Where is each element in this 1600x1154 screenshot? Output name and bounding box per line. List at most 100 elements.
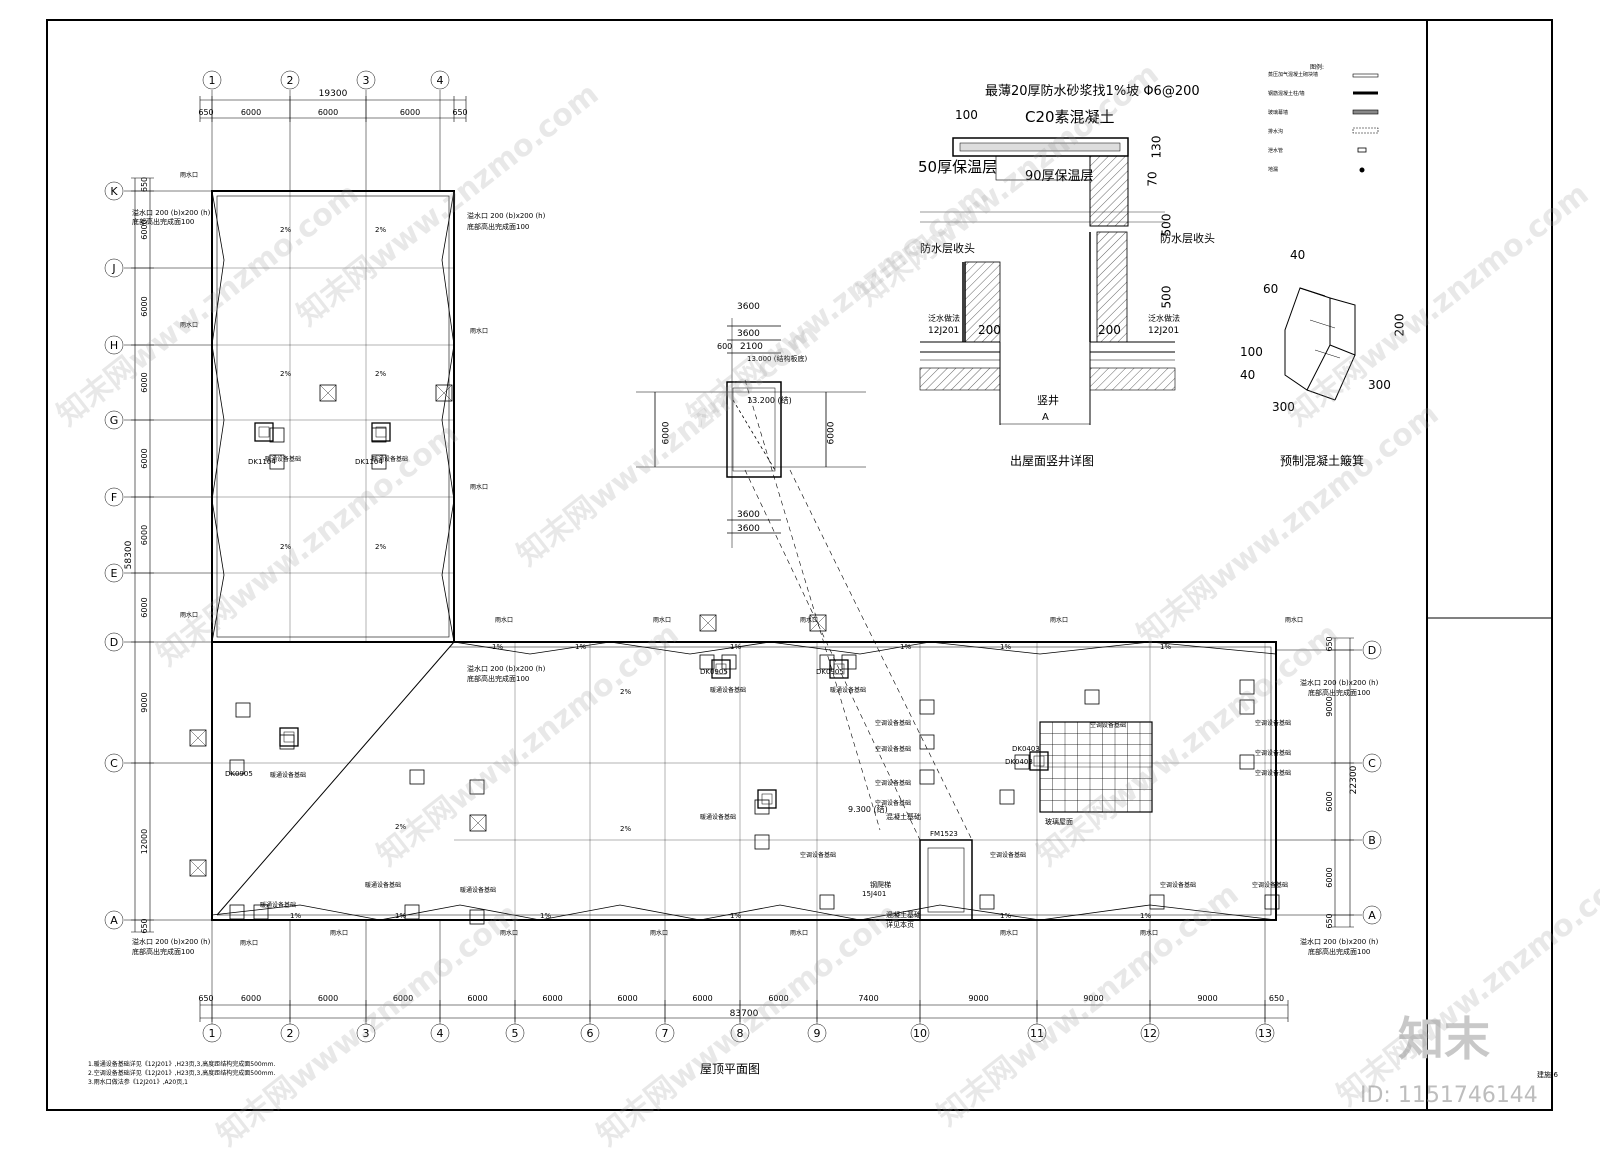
equipment-base [235,702,251,718]
opening-dk0403: DK0403 [1012,745,1040,753]
ac-base-label: 空调设备基础 [800,852,837,859]
projection-line [789,469,973,841]
axis-bubble-right [1362,640,1382,660]
equipment-base [721,654,737,670]
dim-70: 70 [1145,171,1160,187]
dim-100: 100 [955,108,978,122]
dim-top-span: 6000 [400,108,420,117]
stair-dim-3600-2: 3600 [737,329,760,339]
axis-label-left: C [110,757,118,770]
slope-1-label: 1% [540,912,552,920]
roof-drain-label: 雨水口 [800,617,819,624]
axis-bubble-left [104,632,124,652]
axis-bubble-left [104,181,124,201]
axis-bubble-right [1362,753,1382,773]
equipment-base [269,427,285,443]
elev-label: 9.300 (结) [848,805,888,814]
slope-1-label: 1% [1000,643,1012,651]
concrete-label: C20素混凝土 [1025,108,1115,126]
axis-label-bottom: 5 [512,1027,519,1040]
overflow-tr-note: 底部高出完成面100 [467,223,530,231]
axis-label-right: C [1368,757,1376,770]
axis-bubble-top [356,70,376,90]
axis-bubble-bottom [430,1023,450,1043]
ac-base-label: 空调设备基础 [875,800,912,807]
dim-left-span: 6000 [140,597,149,617]
dim-bottom-span: 6000 [768,994,788,1003]
slope-1-label: 1% [900,643,912,651]
roof-opening-inner [715,663,727,675]
sheet-number: 建施-6 [1537,1071,1558,1079]
dim-right-span: 6000 [1325,867,1334,887]
hvac-base-label: 暖通设备基础 [265,456,302,463]
dim-500: 500 [1159,285,1174,309]
stair-dim-600: 600 [717,342,733,351]
gutter-dim-40b: 40 [1240,368,1256,382]
axis-label-left: F [111,491,117,504]
slope-2-label: 2% [395,823,407,831]
legend-item: 泄水管 [1268,148,1284,154]
precast-gutter-detail [1284,287,1356,401]
ac-base-label: 空调设备基础 [1252,882,1289,889]
overflow-tl-note: 底部高出完成面100 [132,218,195,226]
slope-2-label: 2% [280,370,292,378]
equipment-base-x [189,859,207,877]
roof-drain-label: 雨水口 [180,322,199,329]
axis-bubble-left [104,910,124,930]
roof-opening-inner [258,426,270,438]
dim-130: 130 [1149,135,1164,159]
gutter-dim-100: 100 [1240,345,1263,359]
hvac-base-label: 暖通设备基础 [260,902,297,909]
equipment-base [371,427,387,443]
axis-label-top: 2 [287,74,294,87]
equipment-base [1239,754,1255,770]
axis-label-left: A [110,914,118,927]
hvac-base-label: 暖通设备基础 [372,456,409,463]
dim-left-span: 12000 [140,829,149,854]
roof-opening [1029,751,1049,771]
roof-drain-label: 雨水口 [180,612,199,619]
dim-top-span: 6000 [318,108,338,117]
waterproof-end-left: 防水层收头 [920,242,975,255]
legend-item: 地漏 [1268,167,1279,173]
opening-dk0905: DK0905 [816,668,844,676]
overflow-mid-note: 底部高出完成面100 [467,675,530,683]
slope-1-label: 1% [1160,643,1172,651]
equipment-base [1084,689,1100,705]
axis-bubble-left [104,563,124,583]
axis-label-bottom: 1 [209,1027,216,1040]
equipment-base [754,834,770,850]
axis-bubble-right [1362,905,1382,925]
axis-bubble-bottom [1140,1023,1160,1043]
equipment-base [371,454,387,470]
hvac-base-label: 暖通设备基础 [460,887,497,894]
sheet-border [46,19,1553,1111]
axis-label-top: 1 [209,74,216,87]
equipment-base [189,859,207,877]
roof-opening [711,659,731,679]
axis-bubble-bottom [580,1023,600,1043]
equipment-base [841,654,857,670]
equipment-base [409,769,425,785]
slope-2-label: 2% [280,543,292,551]
legend-title: 图例: [1310,64,1325,71]
overflow-br-note: 底部高出完成面100 [1308,948,1371,956]
general-notes: 1.暖通设备基础详见《12J201》,H23页,3,高度距结构完成面500mm.… [88,1060,275,1087]
axis-bubble-top [202,70,222,90]
overflow-tl: 溢水口 200 (b)x200 (h) [132,209,211,217]
roof-plan [211,190,1277,921]
dim-bottom-span: 650 [1269,994,1284,1003]
axis-bubble-bottom [910,1023,930,1043]
ac-base-label: 空调设备基础 [990,852,1027,859]
dim-bottom-span: 650 [198,994,213,1003]
axis-label-left: J [111,262,115,275]
shaft-label: 竖井 [1037,394,1059,407]
roof-drain-label: 雨水口 [240,940,259,947]
section-top-note: 最薄20厚防水砂浆找1%坡 Φ6@200 [985,80,1200,99]
roof-opening-inner [761,793,773,805]
flashing-right: 泛水做法 [1148,314,1180,323]
gutter-dim-300a: 300 [1272,400,1295,414]
dim-bottom-span: 6000 [467,994,487,1003]
equipment-base-x [699,614,717,632]
axis-bubble-bottom [202,1023,222,1043]
